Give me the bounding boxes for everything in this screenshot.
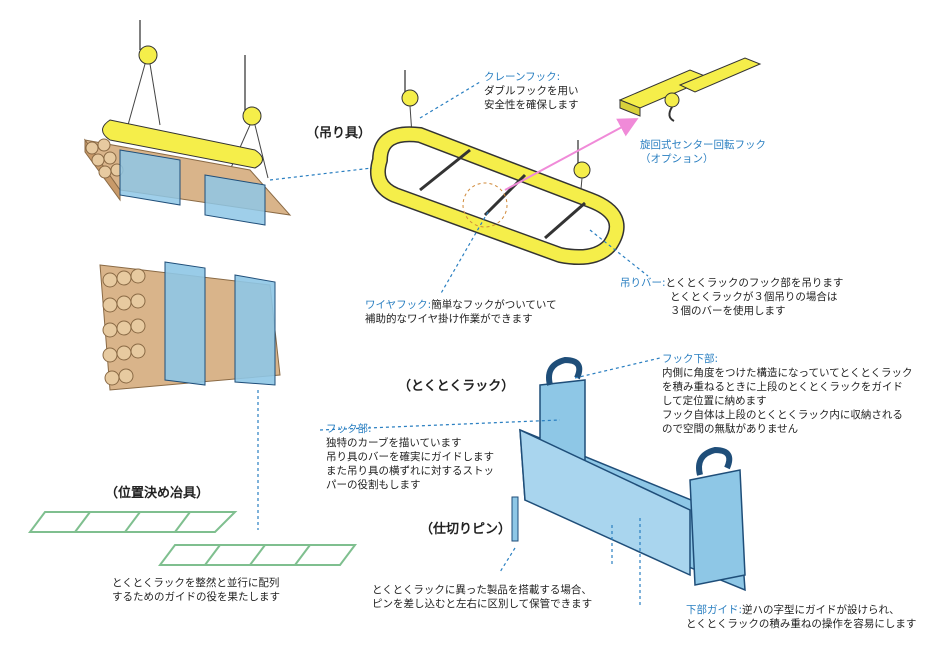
callout-swivel-hook: 旋回式センター回転フック （オプション） [640,138,766,166]
wire-hook-line-1: 補助的なワイヤ掛け作業ができます [365,313,533,325]
lifting-bar-line-2: ３個のバーを使用します [670,305,786,317]
callout-wire-hook: ワイヤフック:簡単なフックがついていて 補助的なワイヤ掛け作業ができます [365,298,557,326]
option-arrow [504,118,639,191]
hook-lower-line-1: 内側に角度をつけた構造になっていてとくとくラック [662,367,913,379]
hook-lower-line-5: ので空間の無駄がありません [662,423,799,435]
loaded-lifting-tool-illustration [83,20,292,226]
crane-hook-title: クレーンフック: [484,71,561,83]
rack-illustration [519,356,746,592]
divider-pin-illustration [511,496,519,542]
crane-hook-line-1: ダブルフックを用い [484,85,579,97]
callout-crane-hook: クレーンフック: ダブルフックを用い 安全性を確保します [484,70,579,112]
callout-lower-guide: 下部ガイド:逆ハの字型にガイドが設けられ、 とくとくラックの積み重ねの操作を容易… [686,603,916,631]
wire-hook-text: 簡単なフックがついていて [431,299,557,311]
pin-line-2: ピンを差し込むと左右に区別して保管できます [372,598,593,610]
lifting-bar-text: とくとくラックのフック部を吊ります [665,277,844,289]
lower-guide-title: 下部ガイド: [686,604,743,616]
callout-hook-part: フック部: 独特のカーブを描いています 吊り具のバーを確実にガイドします また吊… [326,422,494,492]
callout-pin: とくとくラックに異った製品を搭載する場合、 ピンを差し込むと左右に区別して保管で… [372,583,592,611]
caption-rack: （とくとくラック） [398,379,515,394]
caption-divider-pin: （仕切りピン） [420,522,512,537]
swivel-hook-illustration [618,57,762,122]
callout-lifting-bar: 吊りバー:とくとくラックのフック部を吊ります とくとくラックが３個吊りの場合は … [620,276,843,318]
hook-part-line-1: 独特のカーブを描いています [326,437,462,449]
hook-lower-line-3: して定位置に納めます [662,395,767,407]
lifting-bar-title: 吊りバー: [620,277,666,289]
leader-lines [257,81,661,608]
lifting-frame-illustration [369,70,625,265]
hook-part-line-2: 吊り具のバーを確実にガイドします [326,451,494,463]
wire-hook-title: ワイヤフック: [365,299,432,311]
positioning-jig-illustration [28,511,357,566]
lower-guide-text: 逆ハの字型にガイドが設けられ、 [742,604,900,616]
caption-lifting-tool: （吊り具） [306,126,372,141]
jig-line-1: とくとくラックを整然と並行に配列 [112,577,280,589]
hook-lower-title: フック下部: [662,353,719,365]
hook-lower-line-4: フック自体は上段のとくとくラック内に収納される [662,409,903,421]
crane-hook-line-2: 安全性を確保します [484,99,579,111]
stacked-racks-illustration [99,261,281,391]
hook-part-line-3: また吊り具の横ずれに対するストッ [326,465,494,477]
hook-part-line-4: パーの役割もします [326,479,421,491]
lower-guide-line-1: とくとくラックの積み重ねの操作を容易にします [686,618,917,630]
caption-positioning-jig: （位置決め冶具） [105,486,210,501]
swivel-hook-subtitle: （オプション） [640,153,714,165]
hook-lower-line-2: を積み重ねるときに上段のとくとくラックをガイド [662,381,903,393]
pin-line-1: とくとくラックに異った製品を搭載する場合、 [372,584,592,596]
hook-part-title: フック部: [326,423,372,435]
callout-jig: とくとくラックを整然と並行に配列 するためのガイドの役を果たします [112,576,280,604]
jig-line-2: するためのガイドの役を果たします [112,591,280,603]
callout-hook-lower: フック下部: 内側に角度をつけた構造になっていてとくとくラック を積み重ねるとき… [662,352,913,436]
lifting-bar-line-1: とくとくラックが３個吊りの場合は [670,291,838,303]
swivel-hook-title: 旋回式センター回転フック [640,139,766,151]
